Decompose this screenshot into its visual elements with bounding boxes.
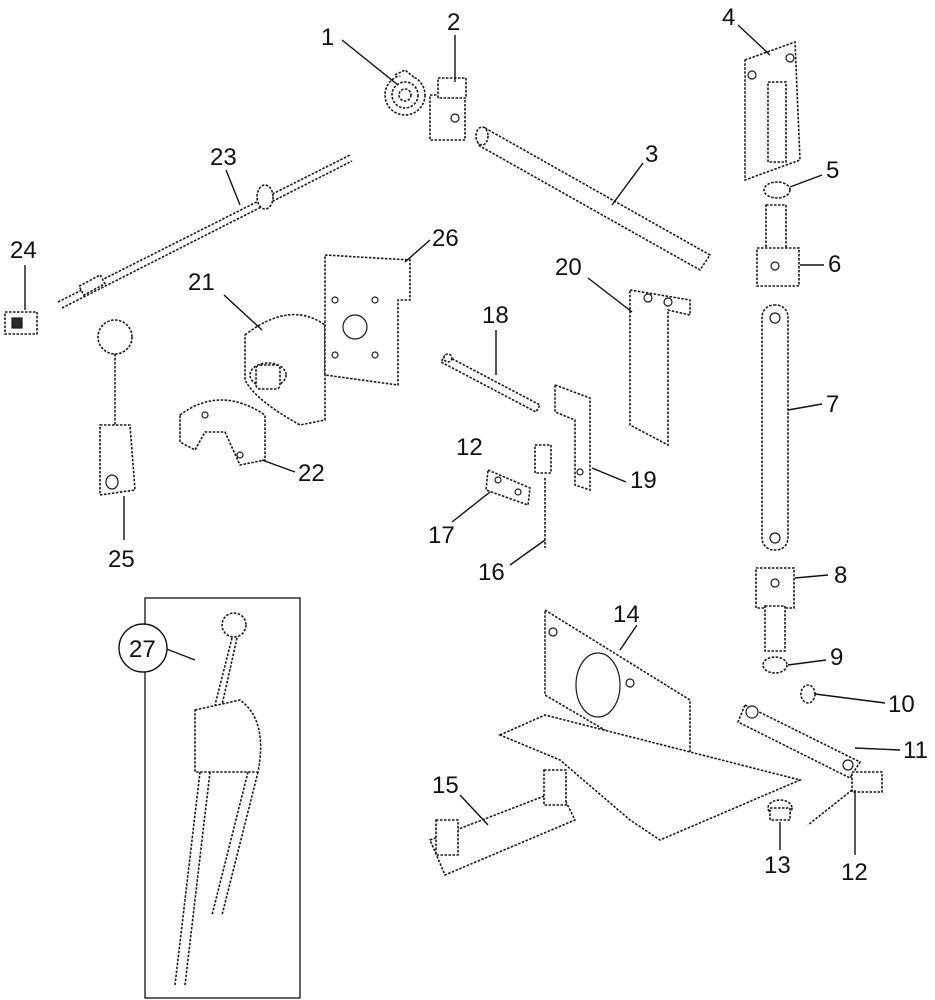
- part-10-clip: [800, 684, 816, 704]
- callout-26: 26: [432, 225, 459, 252]
- callout-23: 23: [210, 144, 237, 171]
- part-15-base-bracket: [428, 769, 577, 877]
- part-21-housing: [244, 313, 326, 426]
- part-3-shaft: [475, 126, 712, 272]
- callout-7: 7: [826, 391, 839, 418]
- part-18-linkage: [439, 353, 542, 414]
- callout-labels: 1 2 3 4 5 6 7 8 9 10 11 12 12 13 14 15 1…: [10, 4, 928, 886]
- callout-27: 27: [129, 636, 156, 663]
- callout-19: 19: [630, 467, 657, 494]
- callout-17: 17: [428, 522, 455, 549]
- part-2-block: [429, 77, 467, 141]
- callout-15: 15: [432, 772, 459, 799]
- part-26-plate: [324, 254, 411, 386]
- part-9-nut: [762, 656, 788, 674]
- part-17-plate: [485, 468, 531, 507]
- callout-10: 10: [888, 691, 915, 718]
- part-24-terminal: [4, 311, 38, 335]
- part-6-clevis: [756, 204, 800, 287]
- callout-27-circle: 27: [118, 623, 168, 673]
- callout-1: 1: [321, 24, 334, 51]
- callout-2: 2: [447, 9, 460, 36]
- callout-9: 9: [830, 644, 843, 671]
- part-8-clevis: [755, 567, 795, 652]
- part-20-bracket: [629, 289, 691, 447]
- part-22-sector-gear: [179, 399, 266, 466]
- callout-18: 18: [482, 302, 509, 329]
- part-11-lever: [736, 703, 862, 780]
- part-1-spring: [384, 69, 426, 116]
- part-27-dual-lever: [174, 612, 262, 986]
- callout-14: 14: [613, 601, 640, 628]
- callout-3: 3: [645, 141, 658, 168]
- callout-5: 5: [826, 157, 839, 184]
- part-5-nut: [763, 181, 791, 199]
- callout-4: 4: [722, 4, 735, 31]
- callout-25: 25: [108, 546, 135, 573]
- part-7-link-bar: [761, 304, 789, 551]
- part-14-main-frame: [497, 608, 803, 841]
- callout-13: 13: [764, 852, 791, 879]
- callout-20: 20: [555, 254, 582, 281]
- callout-21: 21: [188, 269, 215, 296]
- part-12-terminal-upper: [534, 444, 552, 474]
- callout-24: 24: [10, 237, 37, 264]
- leader-lines: [24, 24, 901, 855]
- part-19-bracket: [554, 383, 591, 492]
- callout-22: 22: [298, 460, 325, 487]
- part-25-lever: [97, 319, 136, 496]
- part-23-cable: [57, 154, 353, 309]
- callout-6: 6: [828, 251, 841, 278]
- callout-11: 11: [903, 737, 928, 764]
- part-13-nut: [767, 799, 793, 821]
- part-4-bracket: [744, 40, 801, 182]
- inset-frame-27: [144, 597, 301, 999]
- part-12-terminal-lower: [807, 771, 883, 826]
- callout-12-upper: 12: [456, 434, 483, 461]
- callout-12-lower: 12: [841, 859, 868, 886]
- callout-16: 16: [478, 559, 505, 586]
- callout-8: 8: [834, 562, 847, 589]
